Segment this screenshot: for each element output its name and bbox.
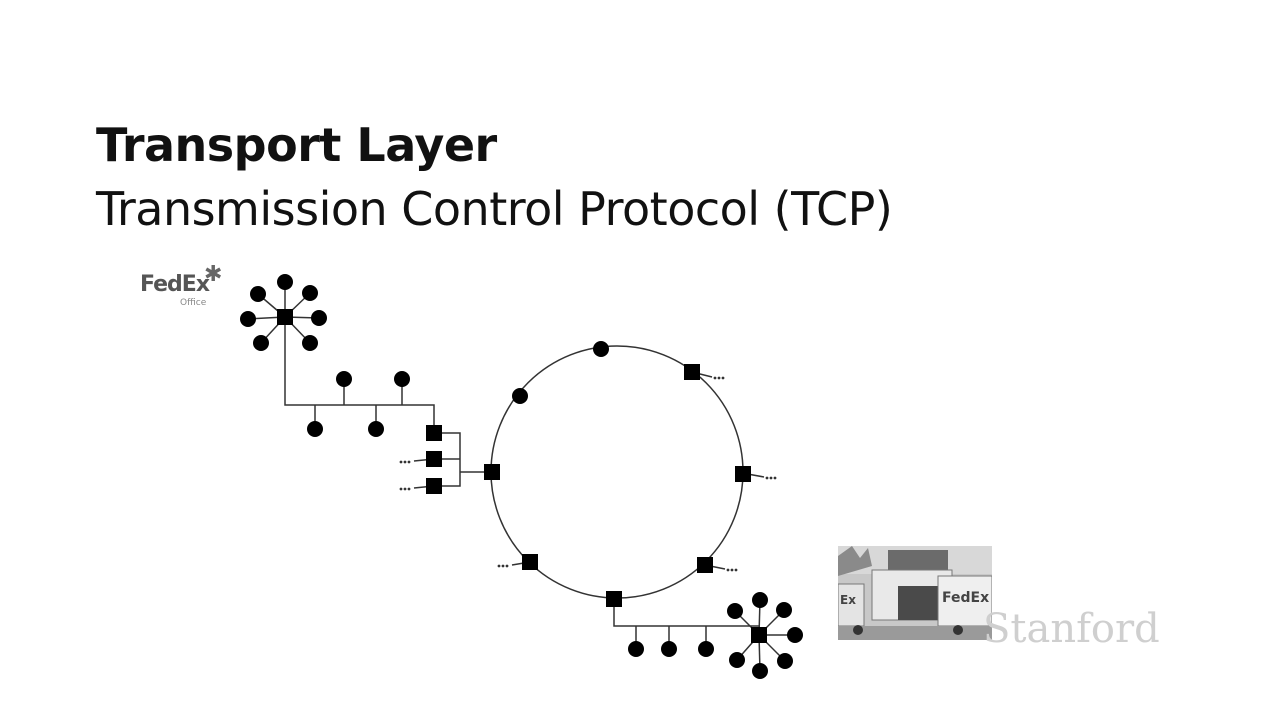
host-node	[250, 286, 266, 302]
truck-lettering: FedEx	[942, 590, 989, 606]
fedex-logo-word: FedEx	[140, 272, 210, 297]
host-node	[277, 274, 293, 290]
host-node	[368, 421, 384, 437]
host-node	[752, 663, 768, 679]
slide-subtitle: Transmission Control Protocol (TCP)	[96, 182, 893, 236]
host-node	[752, 592, 768, 608]
host-node	[729, 652, 745, 668]
host-node	[311, 310, 327, 326]
router-node	[522, 554, 538, 570]
router-node	[606, 591, 622, 607]
host-node	[593, 341, 609, 357]
fedex-office-logo: FedEx ✱ Office	[138, 262, 230, 312]
fedex-logo-office: Office	[180, 298, 207, 308]
host-node	[787, 627, 803, 643]
host-node	[776, 602, 792, 618]
host-node	[302, 285, 318, 301]
host-node	[253, 335, 269, 351]
host-node	[512, 388, 528, 404]
router-node	[735, 466, 751, 482]
router-node	[484, 464, 500, 480]
truck-side-lettering: Ex	[840, 593, 856, 607]
host-node	[307, 421, 323, 437]
host-node	[302, 335, 318, 351]
host-node	[394, 371, 410, 387]
host-node	[777, 653, 793, 669]
asterisk-star-icon: ✱	[204, 262, 223, 287]
host-node	[727, 603, 743, 619]
host-node	[661, 641, 677, 657]
router-node	[426, 478, 442, 494]
slide-title: Transport Layer	[96, 118, 497, 172]
router-node	[684, 364, 700, 380]
host-node	[336, 371, 352, 387]
router-node	[426, 425, 442, 441]
host-node	[628, 641, 644, 657]
hub-node	[751, 627, 767, 643]
hub-node	[277, 309, 293, 325]
host-node	[240, 311, 256, 327]
router-node	[697, 557, 713, 573]
router-node	[426, 451, 442, 467]
host-node	[698, 641, 714, 657]
fedex-truck-photo: FedEx Ex	[838, 546, 992, 640]
stanford-watermark: Stanford	[983, 606, 1160, 652]
